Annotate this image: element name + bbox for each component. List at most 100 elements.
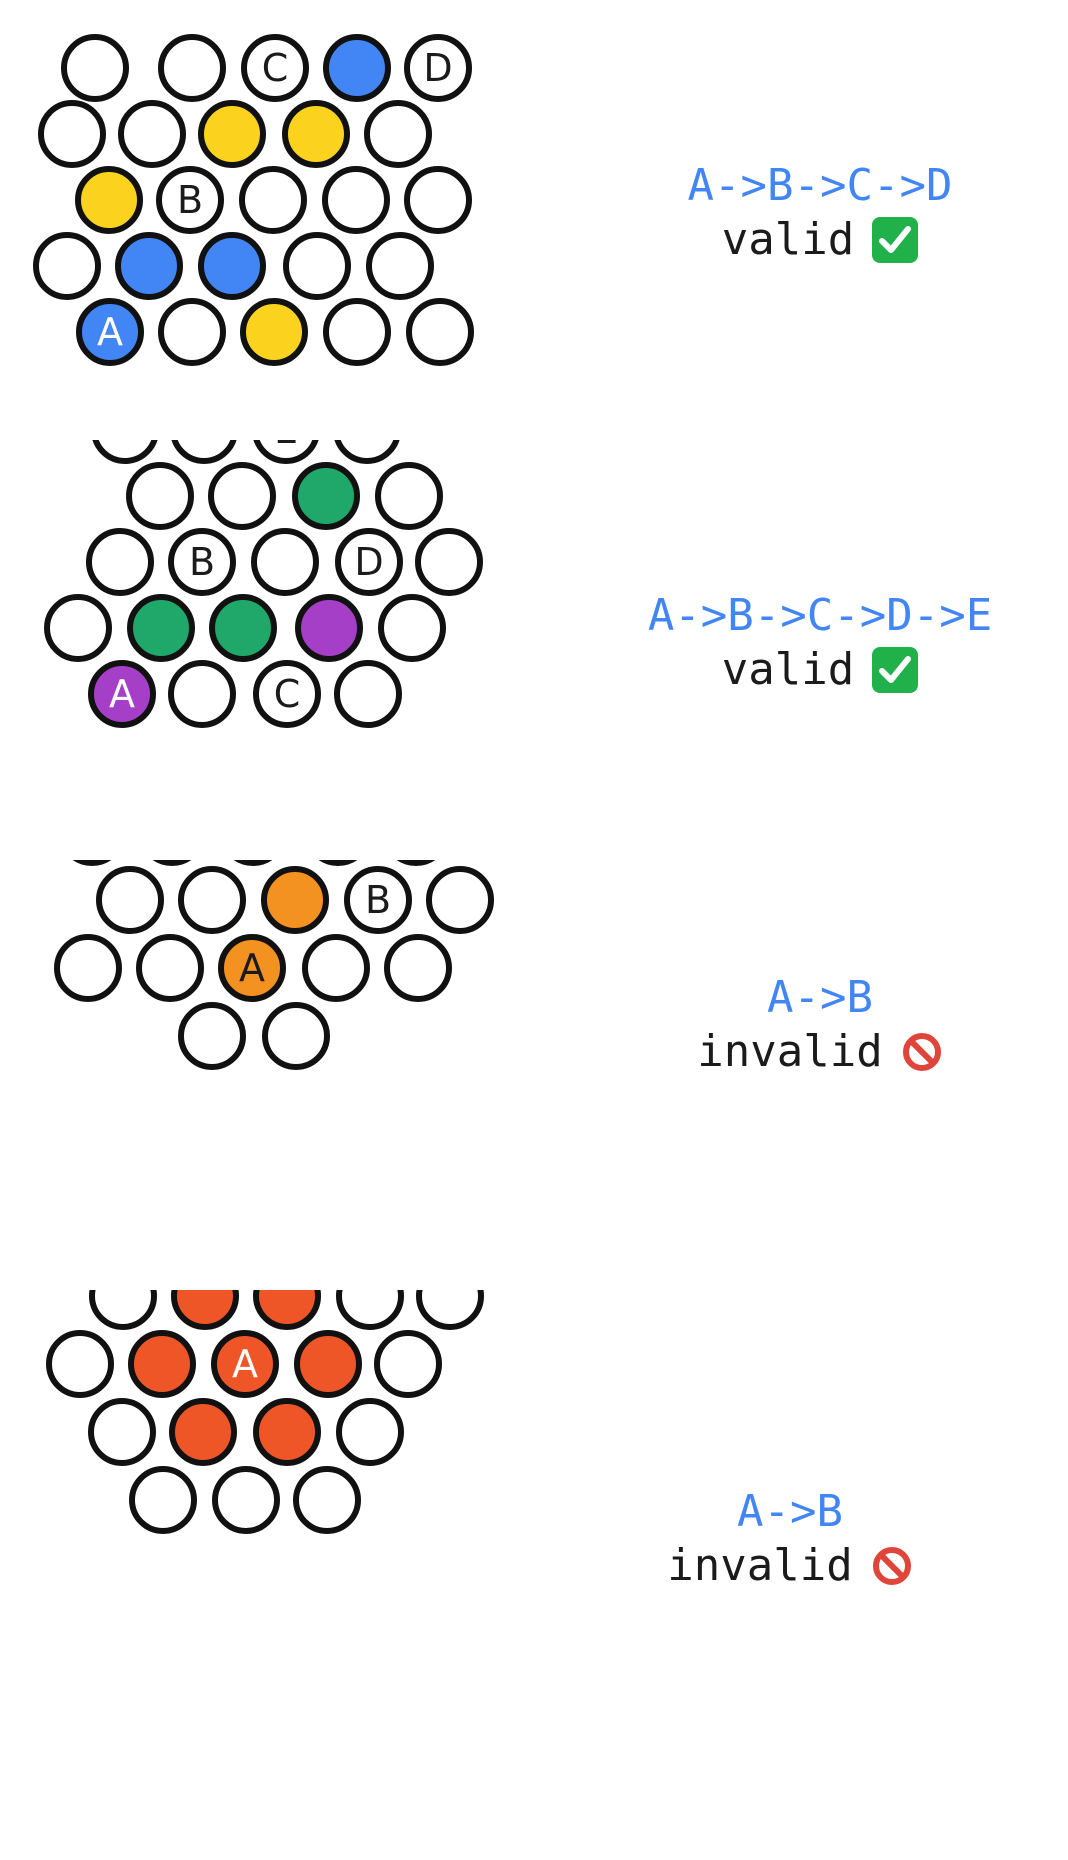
status-label: invalid <box>697 1026 883 1077</box>
hex-cell <box>323 34 391 102</box>
hex-board-1: C D B A <box>33 34 474 366</box>
cell-label: E <box>274 440 298 452</box>
cell-a: A <box>211 1330 279 1398</box>
hex-cell <box>283 232 351 300</box>
hex-cell <box>384 934 452 1002</box>
hex-cell <box>293 1466 361 1534</box>
hex-cell <box>295 594 363 662</box>
hex-cell <box>262 1002 330 1070</box>
hex-board-2: E B D A C <box>44 440 483 728</box>
cell-label: C <box>274 672 301 716</box>
hex-cell <box>168 660 236 728</box>
cell-label: D <box>423 46 452 90</box>
hex-cell <box>126 462 194 530</box>
hex-cell <box>75 166 143 234</box>
cell-label: A <box>109 672 135 716</box>
cell-label: B <box>177 178 203 222</box>
hex-cell <box>426 866 494 934</box>
hex-cell <box>239 166 307 234</box>
hex-cell <box>44 594 112 662</box>
hex-cell <box>253 1290 321 1330</box>
hex-cell <box>158 298 226 366</box>
hex-cell <box>128 1330 196 1398</box>
path-sequence: A->B <box>737 1486 843 1537</box>
hex-cell <box>178 866 246 934</box>
cell-label: B <box>189 540 215 584</box>
status-label: invalid <box>667 1540 853 1591</box>
hex-cell <box>171 1290 239 1330</box>
hex-cell <box>336 1290 404 1330</box>
hex-cell <box>336 1398 404 1466</box>
cell-b: B <box>344 866 412 934</box>
cell-a: A <box>218 934 286 1002</box>
status-row: invalid <box>620 1024 1020 1080</box>
hex-cell <box>375 462 443 530</box>
hex-cell <box>251 528 319 596</box>
panel-4: BA A->B invalid <box>0 1290 1068 1860</box>
status-row: invalid <box>590 1538 990 1594</box>
status-row: valid <box>620 212 1020 268</box>
cell-d: D <box>335 528 403 596</box>
hex-cell <box>396 860 436 866</box>
cell-c: C <box>253 660 321 728</box>
panel-2: E B D A C A->B->C->D->E valid <box>0 440 1068 860</box>
hex-cell <box>334 660 402 728</box>
hex-cell <box>92 440 158 464</box>
check-mark-icon <box>872 217 919 263</box>
hex-board-3: BA <box>54 860 494 1070</box>
hex-cell <box>33 232 101 300</box>
hex-cell <box>129 1466 197 1534</box>
hex-cell <box>334 440 400 464</box>
hex-cell <box>72 860 112 866</box>
hex-cell <box>115 232 183 300</box>
cell-a: A <box>76 298 144 366</box>
hex-cell <box>54 934 122 1002</box>
caption-4: A->B invalid <box>590 1486 990 1594</box>
hex-cell <box>171 440 237 464</box>
hex-cell <box>282 100 350 168</box>
status-label: valid <box>721 214 855 265</box>
hex-cell <box>152 860 192 866</box>
cell-e: E <box>253 440 319 464</box>
cell-d: D <box>404 34 472 102</box>
hex-cell <box>233 860 273 866</box>
hex-cell <box>318 860 358 866</box>
hex-cell <box>178 1002 246 1070</box>
hex-cell <box>118 100 186 168</box>
path-sequence: A->B <box>767 972 873 1023</box>
hex-cell <box>406 298 474 366</box>
cell-label: D <box>354 540 383 584</box>
prohibited-icon <box>871 1545 913 1587</box>
cell-label: A <box>239 946 265 990</box>
cell-b: B <box>168 528 236 596</box>
hex-cell <box>198 100 266 168</box>
hex-cell <box>198 232 266 300</box>
hex-cell <box>374 1330 442 1398</box>
cell-c: C <box>241 34 309 102</box>
status-label: valid <box>721 644 855 695</box>
hex-cell <box>209 594 277 662</box>
hex-cell <box>415 528 483 596</box>
hex-cell <box>208 462 276 530</box>
hex-cell <box>364 100 432 168</box>
caption-2: A->B->C->D->E valid <box>620 590 1020 698</box>
hex-board-4: BA <box>46 1290 484 1534</box>
hex-cell <box>253 1398 321 1466</box>
cell-label: B <box>365 878 391 922</box>
hex-cell <box>46 1330 114 1398</box>
hex-cell <box>261 866 329 934</box>
hex-cell <box>292 462 360 530</box>
hex-cell <box>61 34 129 102</box>
hex-cell <box>86 528 154 596</box>
hex-cell <box>322 166 390 234</box>
cell-b: B <box>156 166 224 234</box>
hex-cell <box>158 34 226 102</box>
hex-cell <box>212 1466 280 1534</box>
hex-cell <box>323 298 391 366</box>
hex-cell <box>416 1290 484 1330</box>
hex-cell <box>404 166 472 234</box>
hex-cell <box>378 594 446 662</box>
